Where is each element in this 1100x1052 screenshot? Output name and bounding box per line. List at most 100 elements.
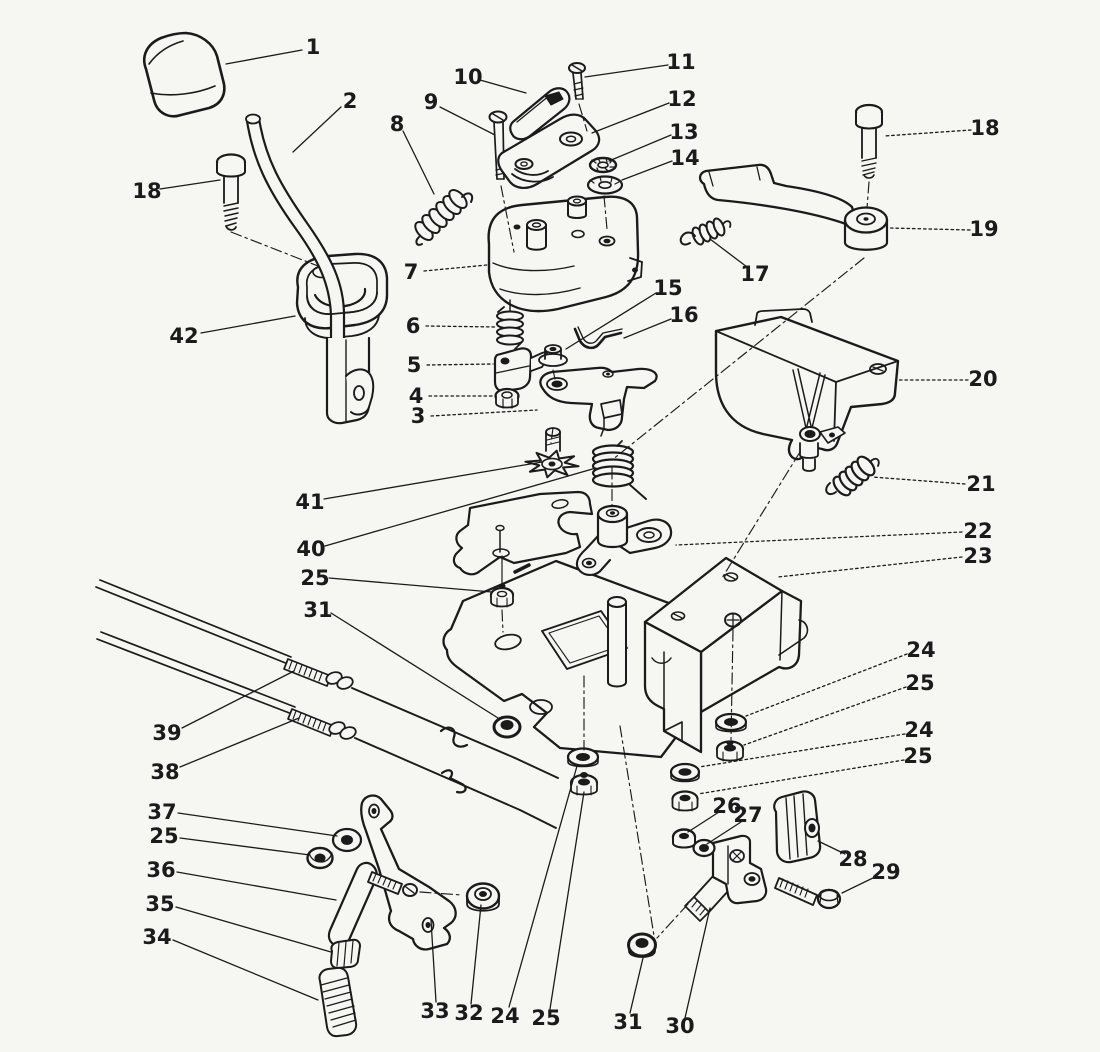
part-cable-39 [95, 579, 559, 779]
part-bolt-18-right [854, 103, 884, 179]
callout-14: 14 [621, 146, 700, 181]
leader-line-27 [706, 821, 742, 845]
part-number-label-15: 15 [653, 276, 682, 300]
callout-35: 35 [145, 892, 332, 953]
leader-line-40 [324, 467, 597, 547]
leader-line-25-bottom [549, 791, 585, 1010]
callout-31-plate: 31 [303, 598, 499, 719]
part-number-label-18-left: 18 [132, 179, 161, 203]
callout-5: 5 [407, 353, 494, 377]
callout-37: 37 [147, 800, 338, 837]
leader-line-31-lower [629, 957, 644, 1014]
callout-3: 3 [411, 404, 538, 428]
part-cable-38 [96, 631, 557, 829]
part-number-label-25-right-upper: 25 [905, 671, 934, 695]
leader-line-10 [479, 79, 527, 94]
leader-line-21 [871, 476, 966, 485]
part-nut-25-right-upper [715, 740, 745, 762]
leader-line-17 [709, 238, 748, 268]
part-housing-7 [487, 195, 643, 313]
leader-line-26 [687, 811, 720, 833]
part-number-label-1: 1 [306, 35, 321, 59]
leader-line-24-right-upper [745, 653, 908, 717]
leader-line-15 [565, 292, 657, 350]
part-number-label-23: 23 [963, 544, 992, 568]
part-number-label-9: 9 [424, 90, 439, 114]
part-wire-clip-16 [573, 326, 623, 350]
callout-11: 11 [584, 50, 696, 78]
part-number-label-25-plate: 25 [300, 566, 329, 590]
part-number-label-36: 36 [146, 858, 175, 882]
callout-40: 40 [296, 467, 597, 561]
leader-line-5 [426, 363, 494, 366]
part-spring-17 [679, 217, 732, 246]
part-nut-25-right-lower [671, 790, 699, 812]
part-number-label-6: 6 [406, 314, 421, 338]
callout-18-right: 18 [883, 116, 1000, 140]
part-number-label-22: 22 [963, 519, 992, 543]
leader-line-32 [470, 904, 482, 1005]
callout-34: 34 [142, 925, 319, 1001]
leader-line-6 [425, 325, 497, 328]
callout-2: 2 [292, 89, 357, 153]
part-washer-37 [331, 827, 363, 853]
leader-line-36 [176, 871, 337, 901]
callout-10: 10 [453, 65, 527, 94]
part-bracket-23 [643, 556, 809, 754]
part-number-label-25-right-lower: 25 [903, 744, 932, 768]
callout-24-bottom: 24 [490, 765, 578, 1028]
leader-line-14 [621, 160, 673, 181]
part-number-label-40: 40 [296, 537, 325, 561]
leader-line-31-plate [330, 612, 499, 719]
part-nut-4 [494, 387, 520, 409]
part-plate-10 [509, 87, 571, 141]
leader-line-28 [817, 840, 846, 855]
callout-4: 4 [409, 384, 495, 408]
leader-line-18-left [159, 179, 221, 190]
part-number-label-31-lower: 31 [613, 1010, 642, 1034]
part-number-label-7: 7 [404, 260, 419, 284]
leader-line-1 [225, 49, 303, 65]
leader-line-24-right-lower [698, 733, 906, 768]
part-lever-rod-2 [245, 113, 378, 425]
part-number-label-25-bottom: 25 [531, 1006, 560, 1030]
callout-41: 41 [295, 461, 543, 514]
part-lever-19 [698, 163, 889, 251]
leader-line-23 [777, 556, 963, 578]
callout-25-right-lower: 25 [697, 744, 933, 795]
part-cup-15 [538, 344, 568, 367]
leader-line-16 [623, 318, 672, 339]
part-number-label-11: 11 [666, 50, 695, 74]
leader-line-34 [172, 939, 319, 1001]
part-washer-24-right-lower [669, 762, 701, 783]
leader-line-25-plate [328, 577, 493, 593]
callout-23: 23 [777, 544, 993, 578]
leader-line-30 [684, 907, 711, 1019]
part-number-label-4: 4 [409, 384, 424, 408]
part-number-label-32: 32 [454, 1001, 483, 1025]
callout-8: 8 [390, 112, 435, 195]
callout-13: 13 [608, 120, 699, 162]
part-ferrule-35 [330, 938, 361, 969]
leader-line-12 [591, 102, 670, 134]
part-spring-40 [591, 440, 647, 500]
part-number-label-31-plate: 31 [303, 598, 332, 622]
part-number-label-19: 19 [969, 217, 998, 241]
callout-7: 7 [404, 260, 488, 284]
part-number-label-10: 10 [453, 65, 482, 89]
part-number-label-30: 30 [665, 1014, 694, 1038]
callout-28: 28 [817, 840, 868, 871]
part-knob-1 [142, 31, 226, 118]
callout-20: 20 [895, 367, 998, 391]
callout-25-bottom: 25 [531, 791, 585, 1030]
callout-27: 27 [706, 803, 763, 845]
part-bracket-20 [714, 308, 900, 472]
callout-24-right-lower: 24 [698, 718, 934, 768]
part-pivot-arm-33 [360, 794, 457, 951]
part-nut-26 [671, 828, 697, 849]
part-washer-27 [692, 838, 716, 858]
callout-30: 30 [665, 907, 711, 1038]
part-number-label-39: 39 [152, 721, 181, 745]
